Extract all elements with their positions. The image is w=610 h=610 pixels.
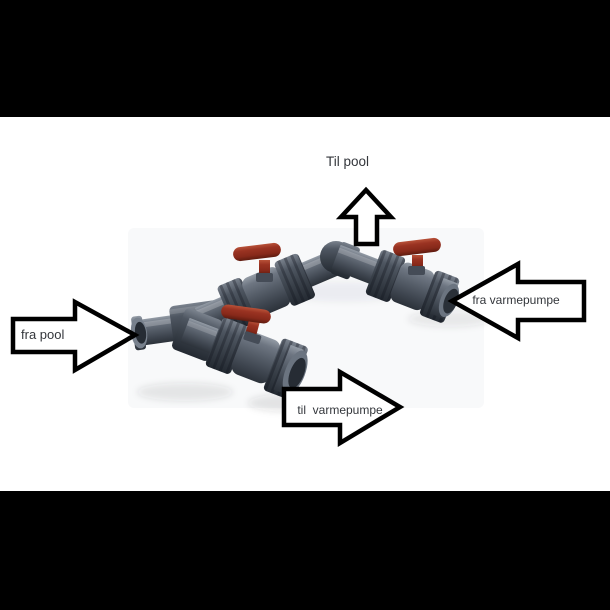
valve-handle-left-icon <box>233 242 281 282</box>
top-letterbox-band <box>0 0 610 117</box>
fra-pool-arrow <box>10 298 140 374</box>
valve-handle-right-icon <box>393 237 441 275</box>
upper-right-pipe-run <box>330 242 460 323</box>
valve-handle-bottom-icon <box>221 304 271 345</box>
til-varmepumpe-arrow <box>281 368 405 447</box>
annotation-arrows <box>10 186 587 447</box>
fra-varmepumpe-arrow <box>447 260 587 342</box>
bottom-letterbox-band <box>0 491 610 610</box>
til-pool-arrow <box>335 186 397 247</box>
lower-branch-pipe-run <box>172 308 308 399</box>
ball-valve-right <box>365 250 460 323</box>
